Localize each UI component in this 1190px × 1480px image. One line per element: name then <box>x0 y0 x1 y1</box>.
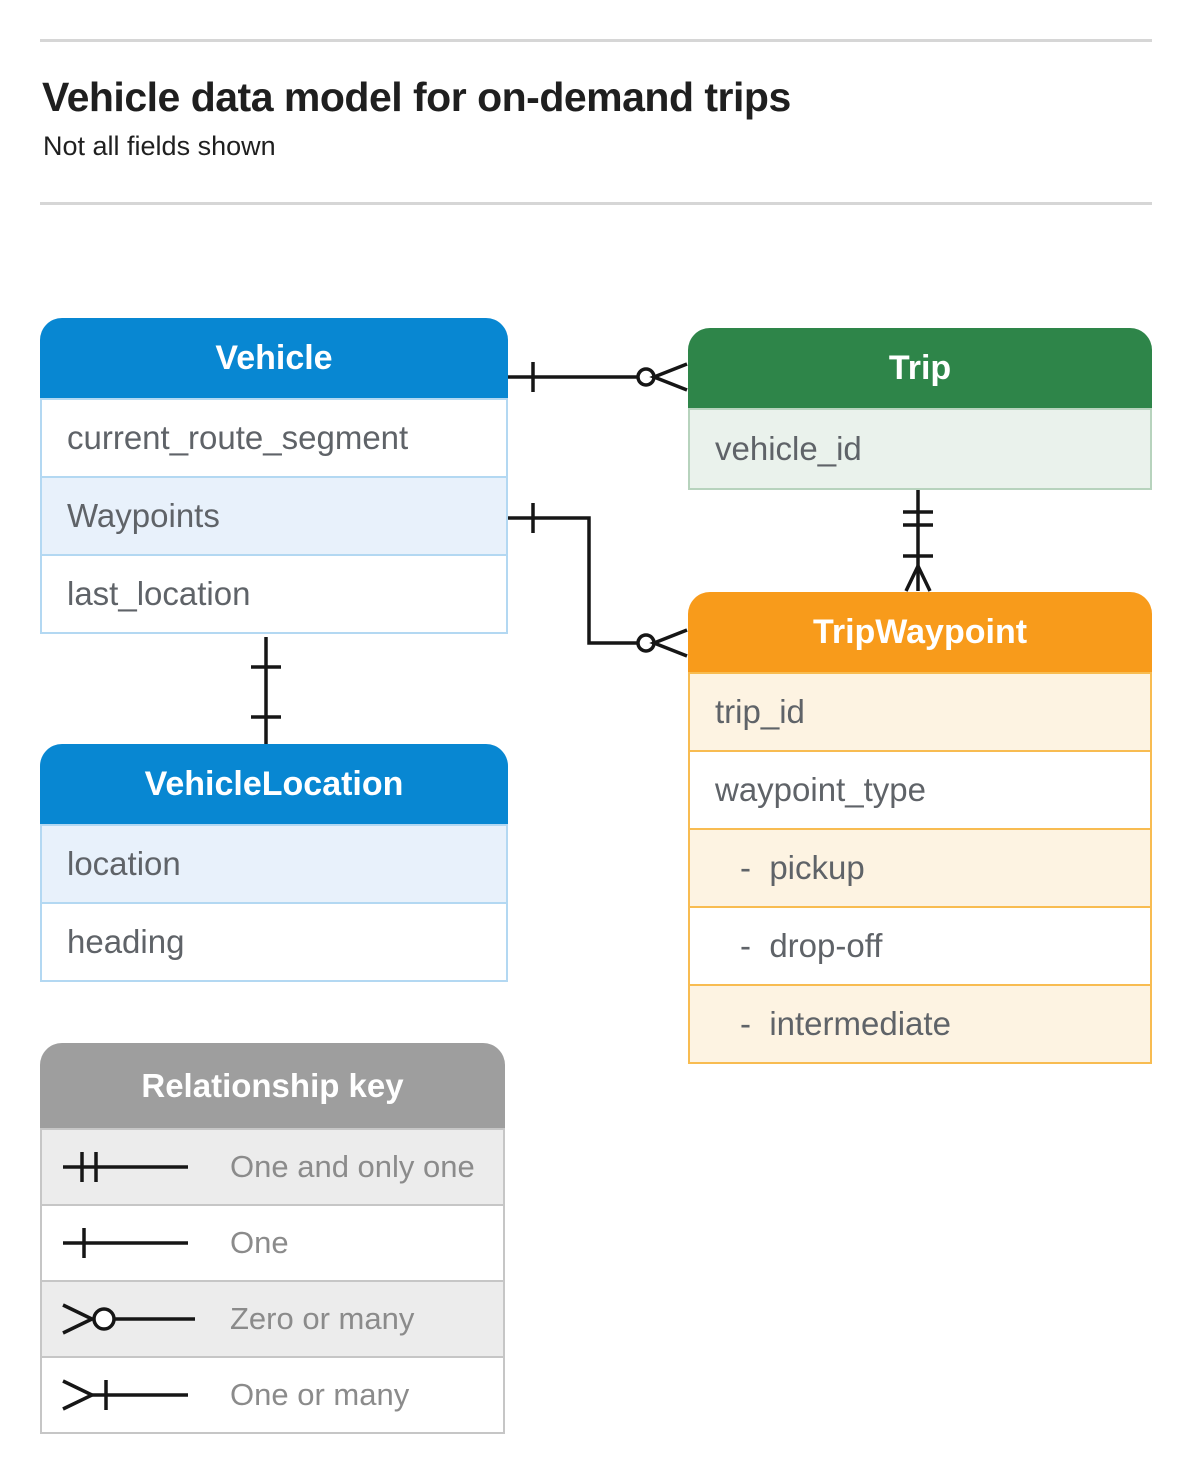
entity-tripwaypoint: TripWaypoint trip_id waypoint_type - pic… <box>688 592 1152 1064</box>
field-waypoint-type-intermediate: - intermediate <box>688 984 1152 1064</box>
one-icon <box>63 1228 188 1258</box>
field-location: location <box>40 824 508 904</box>
field-trip-id: trip_id <box>688 672 1152 752</box>
one-and-only-one-icon <box>63 1152 188 1182</box>
top-divider <box>40 39 1152 42</box>
page-subtitle: Not all fields shown <box>43 131 276 161</box>
zero-or-many-icon <box>62 1303 195 1335</box>
field-heading: heading <box>40 902 508 982</box>
entity-tripwaypoint-header: TripWaypoint <box>688 592 1152 672</box>
zero-circle-icon <box>636 633 656 653</box>
relationship-key: Relationship key One and only one One Ze <box>40 1043 505 1434</box>
field-vehicle-id: vehicle_id <box>688 408 1152 490</box>
relationship-trip-tripwaypoint <box>903 490 933 592</box>
legend-label: One <box>230 1225 289 1260</box>
crow-foot-icon <box>649 628 688 658</box>
entity-vehicle-header: Vehicle <box>40 318 508 398</box>
relationship-vehicle-tripwaypoint <box>508 503 688 658</box>
relationship-vehicle-vehiclelocation <box>251 637 281 744</box>
legend-row-one: One <box>40 1204 505 1282</box>
entity-trip: Trip vehicle_id <box>688 328 1152 490</box>
legend-row-zero-or-many: Zero or many <box>40 1280 505 1358</box>
page-title: Vehicle data model for on-demand trips <box>42 74 791 120</box>
one-or-many-icon <box>62 1379 188 1411</box>
relationship-vehicle-trip <box>508 362 688 392</box>
field-waypoints: Waypoints <box>40 476 508 556</box>
zero-circle-icon <box>636 367 656 387</box>
legend-label: One or many <box>230 1377 410 1412</box>
legend-row-one-and-only-one: One and only one <box>40 1128 505 1206</box>
crow-foot-icon <box>649 362 688 392</box>
field-waypoint-type-drop-off: - drop-off <box>688 906 1152 986</box>
field-waypoint-type: waypoint_type <box>688 750 1152 830</box>
legend-label: One and only one <box>230 1149 475 1184</box>
entity-vehiclelocation: VehicleLocation location heading <box>40 744 508 982</box>
header-bottom-divider <box>40 202 1152 205</box>
legend-row-one-or-many: One or many <box>40 1356 505 1434</box>
field-waypoint-type-pickup: - pickup <box>688 828 1152 908</box>
entity-vehiclelocation-header: VehicleLocation <box>40 744 508 824</box>
legend-label: Zero or many <box>230 1301 415 1336</box>
entity-vehicle: Vehicle current_route_segment Waypoints … <box>40 318 508 634</box>
relationship-key-header: Relationship key <box>40 1043 505 1128</box>
crow-foot-icon <box>904 561 932 592</box>
field-last-location: last_location <box>40 554 508 634</box>
field-current-route-segment: current_route_segment <box>40 398 508 478</box>
entity-trip-header: Trip <box>688 328 1152 408</box>
